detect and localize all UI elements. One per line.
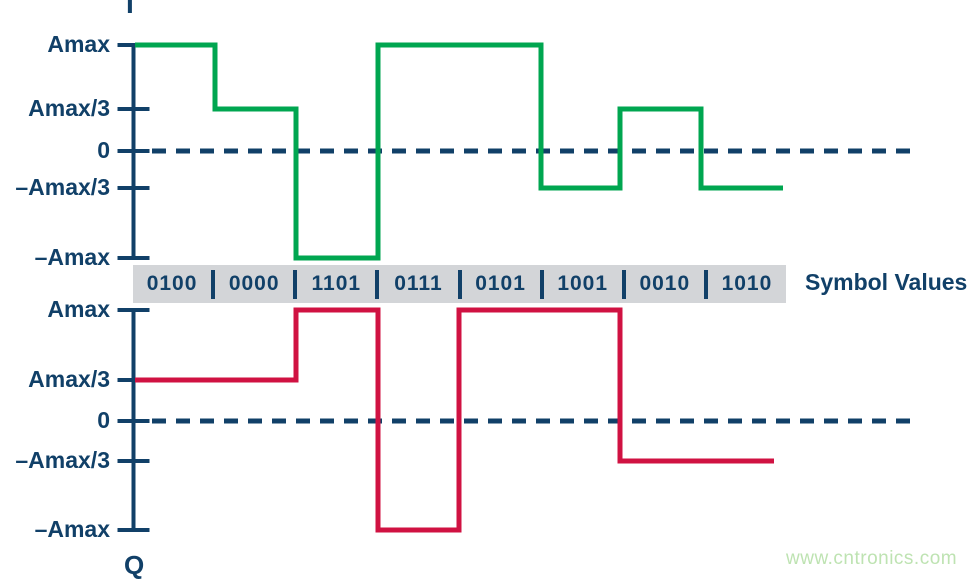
y-tick-label: 0 — [97, 137, 110, 163]
symbol-cell: 1101 — [311, 272, 362, 295]
y-tick-label: –Amax/3 — [15, 174, 110, 200]
i-channel-label: I — [126, 0, 134, 19]
symbol-cell: 0101 — [475, 272, 526, 295]
symbol-cell: 0100 — [146, 272, 198, 295]
y-tick-label: Amax/3 — [28, 366, 110, 392]
symbol-divider — [293, 269, 298, 299]
y-tick-label: Amax — [47, 31, 110, 57]
y-tick-label: –Amax — [34, 244, 110, 270]
q-channel-label: Q — [124, 550, 145, 580]
y-tick-label: –Amax — [34, 516, 110, 542]
symbol-divider — [457, 269, 462, 299]
symbol-cell: 1010 — [721, 272, 773, 295]
y-tick-label: 0 — [97, 407, 110, 433]
symbol-cell: 1001 — [557, 272, 609, 295]
symbol-cell: 0000 — [228, 272, 280, 295]
symbol-cell: 0010 — [639, 272, 691, 295]
i-waveform — [135, 42, 783, 261]
q-waveform — [135, 307, 774, 533]
symbol-values-band: 0100 0000 1101 0111 0101 1001 0010 1010 — [133, 265, 786, 303]
symbol-divider — [211, 269, 216, 299]
symbol-values-label: Symbol Values — [805, 269, 968, 295]
y-tick-label: Amax — [47, 296, 110, 322]
symbol-divider — [703, 269, 708, 299]
watermark-text: www.cntronics.com — [786, 548, 958, 569]
y-tick-label: –Amax/3 — [15, 447, 110, 473]
y-tick-label: Amax/3 — [28, 95, 110, 121]
symbol-divider — [375, 269, 380, 299]
symbol-divider — [539, 269, 544, 299]
symbol-cell: 0111 — [394, 272, 443, 295]
symbol-divider — [621, 269, 626, 299]
